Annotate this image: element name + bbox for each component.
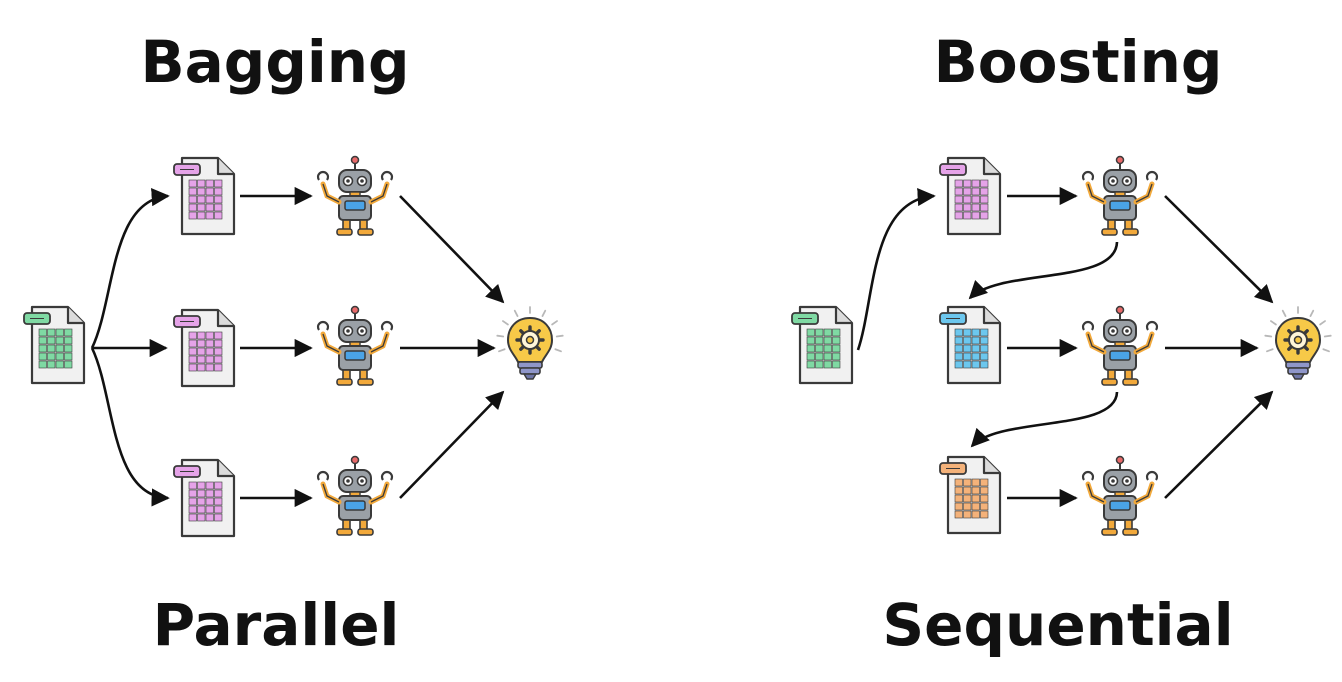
bagging-sample-spreadsheet-icon-2 — [173, 308, 236, 388]
boosting-robot-icon-3 — [1081, 455, 1159, 536]
model-2-to-sheet-3-arrow — [970, 391, 1119, 448]
boosting-sample-spreadsheet-icon-2 — [939, 305, 1002, 385]
bagging-title: Bagging — [140, 28, 409, 96]
boosting-lightbulb-gear-icon — [1264, 306, 1332, 380]
model-1-to-sheet-2-arrow — [968, 241, 1119, 300]
boost-model-to-output-arrow-3 — [1164, 390, 1274, 499]
bagging-robot-icon-1 — [316, 155, 394, 236]
split-arrow-bottom — [90, 347, 170, 507]
bagging-arrows — [90, 186, 505, 508]
boosting-sample-spreadsheet-icon-1 — [939, 156, 1002, 236]
model-to-output-arrow-3 — [399, 390, 505, 499]
bagging-robot-icon-2 — [316, 305, 394, 386]
bagging-source-spreadsheet-icon — [23, 305, 86, 385]
boosting-source-spreadsheet-icon — [791, 305, 854, 385]
parallel-caption: Parallel — [153, 591, 400, 659]
boosting-robot-icon-1 — [1081, 155, 1159, 236]
split-arrow-top — [90, 188, 170, 349]
bagging-lightbulb-gear-icon — [496, 306, 564, 380]
bagging-sample-spreadsheet-icon-1 — [173, 156, 236, 236]
source-to-first-sheet-arrow — [856, 187, 936, 351]
sequential-caption: Sequential — [882, 591, 1233, 659]
boosting-sample-spreadsheet-icon-3 — [939, 455, 1002, 535]
boosting-robot-icon-2 — [1081, 305, 1159, 386]
boost-model-to-output-arrow-1 — [1164, 195, 1274, 304]
boosting-arrows — [856, 186, 1274, 508]
boosting-title: Boosting — [934, 28, 1223, 96]
bagging-sample-spreadsheet-icon-3 — [173, 458, 236, 538]
bagging-robot-icon-3 — [316, 455, 394, 536]
icon-layer — [23, 155, 1332, 538]
model-to-output-arrow-1 — [399, 195, 505, 304]
